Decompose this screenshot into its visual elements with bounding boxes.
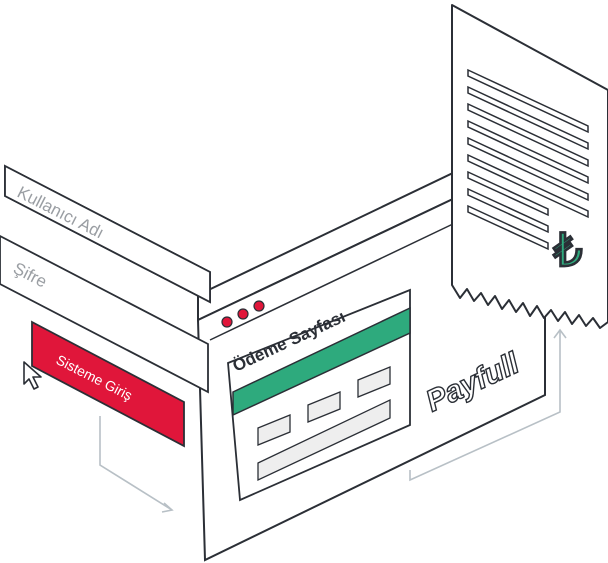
- receipt-lines: [467, 68, 589, 251]
- password-field[interactable]: Şifre: [0, 234, 209, 394]
- arrow-head: [161, 502, 174, 513]
- submit-button-body: [31, 320, 185, 448]
- receipt: ₺: [451, 4, 608, 329]
- arrow-icon: [99, 416, 173, 511]
- form-field[interactable]: [257, 414, 291, 446]
- receipt-line: [467, 119, 589, 185]
- username-field-box: [4, 164, 211, 304]
- payment-form: Ödeme Sayfası: [227, 288, 411, 502]
- window-dot-icon[interactable]: [253, 300, 265, 312]
- receipt-line: [467, 68, 589, 134]
- receipt-line: [467, 187, 549, 234]
- login-form: Kullanıcı Adı Şifre Sisteme Giriş: [0, 164, 211, 448]
- receipt-line: [467, 170, 549, 217]
- window-dot-icon[interactable]: [221, 316, 233, 328]
- arrow-icon: [409, 330, 561, 482]
- cursor-arrow-icon: [23, 361, 42, 390]
- form-header-bar: [232, 306, 411, 417]
- username-field[interactable]: Kullanıcı Adı: [4, 164, 211, 304]
- receipt-line: [467, 136, 589, 202]
- password-field-box: [0, 234, 209, 394]
- arrow-head: [553, 328, 567, 339]
- receipt-line: [467, 204, 549, 251]
- lira-icon: ₺: [552, 224, 582, 276]
- title-bar-line: [209, 222, 456, 341]
- receipt-line: [467, 102, 589, 168]
- flow-arrows: [99, 328, 567, 513]
- form-field[interactable]: [357, 366, 391, 398]
- window-dot-icon[interactable]: [237, 308, 249, 320]
- receipt-line: [467, 153, 589, 219]
- form-field-wide[interactable]: [257, 398, 391, 482]
- receipt-line: [467, 85, 589, 151]
- form-field[interactable]: [307, 391, 341, 423]
